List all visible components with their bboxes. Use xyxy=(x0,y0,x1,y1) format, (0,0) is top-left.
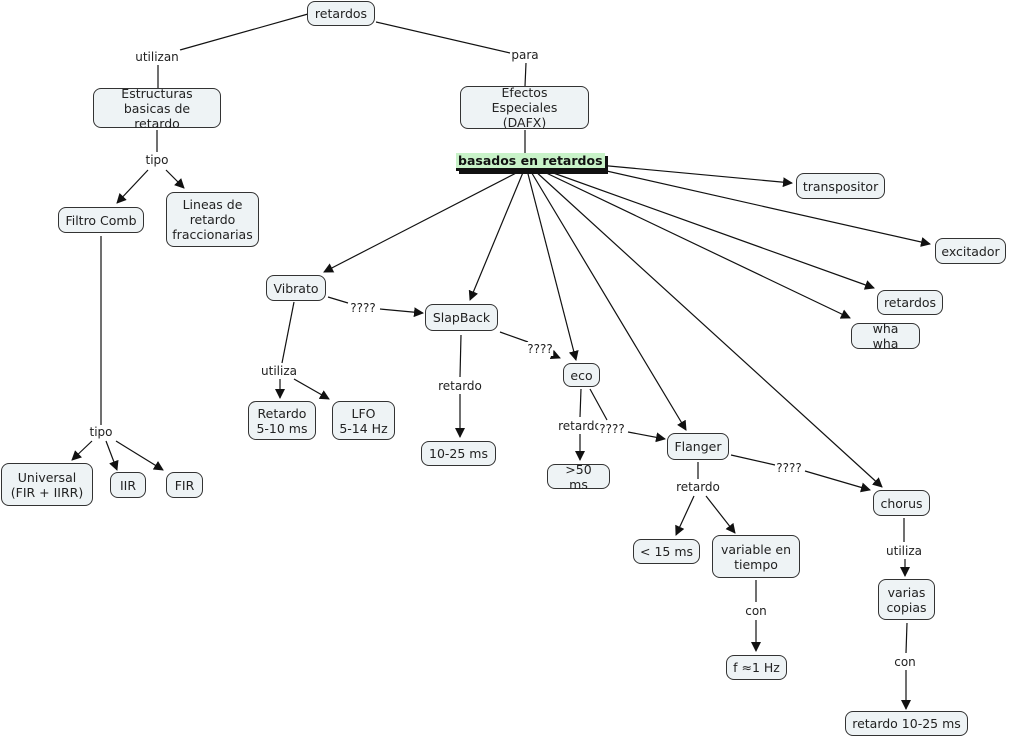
edge xyxy=(323,169,523,273)
edge xyxy=(730,454,776,466)
node-15-ms[interactable]: < 15 ms xyxy=(633,539,700,564)
link-label-tipo: tipo xyxy=(144,153,170,167)
link-label-con: con xyxy=(744,604,768,618)
node-slapback[interactable]: SlapBack xyxy=(425,304,498,331)
link-label-utilizan: utilizan xyxy=(134,50,180,64)
node-retardos-root[interactable]: retardos xyxy=(307,1,375,26)
node-lfo[interactable]: LFO 5-14 Hz xyxy=(332,401,395,440)
node-10-25-ms[interactable]: 10-25 ms xyxy=(421,441,496,466)
edge xyxy=(544,169,875,290)
edge xyxy=(459,334,462,378)
edge xyxy=(804,470,871,493)
node-varias-copias[interactable]: varias copias xyxy=(878,579,935,620)
edge xyxy=(524,62,527,87)
link-label-question: ???? xyxy=(526,342,554,356)
edge xyxy=(549,349,561,360)
edge xyxy=(579,164,931,247)
node-efectos-especiales[interactable]: Efectos Especiales (DAFX) xyxy=(460,85,589,130)
node-basados-en-retardos[interactable]: basados en retardos xyxy=(456,153,605,171)
edge xyxy=(379,307,424,318)
edge xyxy=(179,13,309,51)
edge xyxy=(533,169,883,488)
link-label-con: con xyxy=(893,655,917,669)
edge xyxy=(468,169,525,301)
node-flanger[interactable]: Flanger xyxy=(667,433,729,460)
node-filtro-comb[interactable]: Filtro Comb xyxy=(58,207,144,233)
node-estructuras[interactable]: Estructuras basicas de retardo xyxy=(93,86,221,131)
edge xyxy=(705,495,736,534)
node-50-ms[interactable]: >50 ms xyxy=(547,462,610,492)
node-lineas-retardo[interactable]: Lineas de retardo fraccionarias xyxy=(166,192,259,247)
node-eco[interactable]: eco xyxy=(563,363,600,387)
node-fir[interactable]: FIR xyxy=(166,472,203,498)
edge xyxy=(579,388,582,418)
node-chorus[interactable]: chorus xyxy=(873,490,930,516)
edge xyxy=(539,169,851,319)
edge xyxy=(597,164,793,188)
node-retardos[interactable]: retardos xyxy=(877,290,943,315)
link-label-question: ???? xyxy=(775,461,803,475)
link-label-retardo: retardo xyxy=(557,419,603,433)
node-retardo-10-25[interactable]: retardo 10-25 ms xyxy=(845,711,968,736)
edge xyxy=(675,495,695,536)
edge xyxy=(327,296,349,304)
edge xyxy=(529,169,687,431)
link-label-retardo: retardo xyxy=(675,480,721,494)
edge xyxy=(627,431,666,443)
edge xyxy=(105,440,119,471)
edge xyxy=(115,440,164,471)
edge xyxy=(71,440,93,461)
edge xyxy=(526,169,579,361)
node-iir[interactable]: IIR xyxy=(110,472,146,498)
edge xyxy=(375,21,511,54)
node-transpositor[interactable]: transpositor xyxy=(796,173,885,199)
link-label-utiliza: utiliza xyxy=(260,364,298,378)
edge xyxy=(499,331,529,343)
node-retardo-5-10[interactable]: Retardo 5-10 ms xyxy=(248,401,316,440)
link-label-tipo: tipo xyxy=(88,425,114,439)
edge xyxy=(281,301,295,364)
edge xyxy=(589,388,608,421)
link-label-question: ???? xyxy=(349,301,377,315)
node-vibrato[interactable]: Vibrato xyxy=(266,275,326,301)
node-f-1hz[interactable]: f ≈1 Hz xyxy=(726,655,787,680)
link-label-retardo: retardo xyxy=(437,379,483,393)
edge xyxy=(905,622,908,654)
node-variable-tiempo[interactable]: variable en tiempo xyxy=(712,535,800,578)
link-label-para: para xyxy=(510,48,540,62)
link-label-utiliza: utiliza xyxy=(885,544,923,558)
edge xyxy=(116,169,149,204)
edge xyxy=(293,378,330,400)
link-label-question: ???? xyxy=(598,422,626,436)
edge xyxy=(165,169,185,189)
node-wha-wha[interactable]: wha wha xyxy=(851,321,920,351)
node-excitador[interactable]: excitador xyxy=(935,238,1006,264)
node-universal[interactable]: Universal (FIR + IIRR) xyxy=(1,463,93,506)
